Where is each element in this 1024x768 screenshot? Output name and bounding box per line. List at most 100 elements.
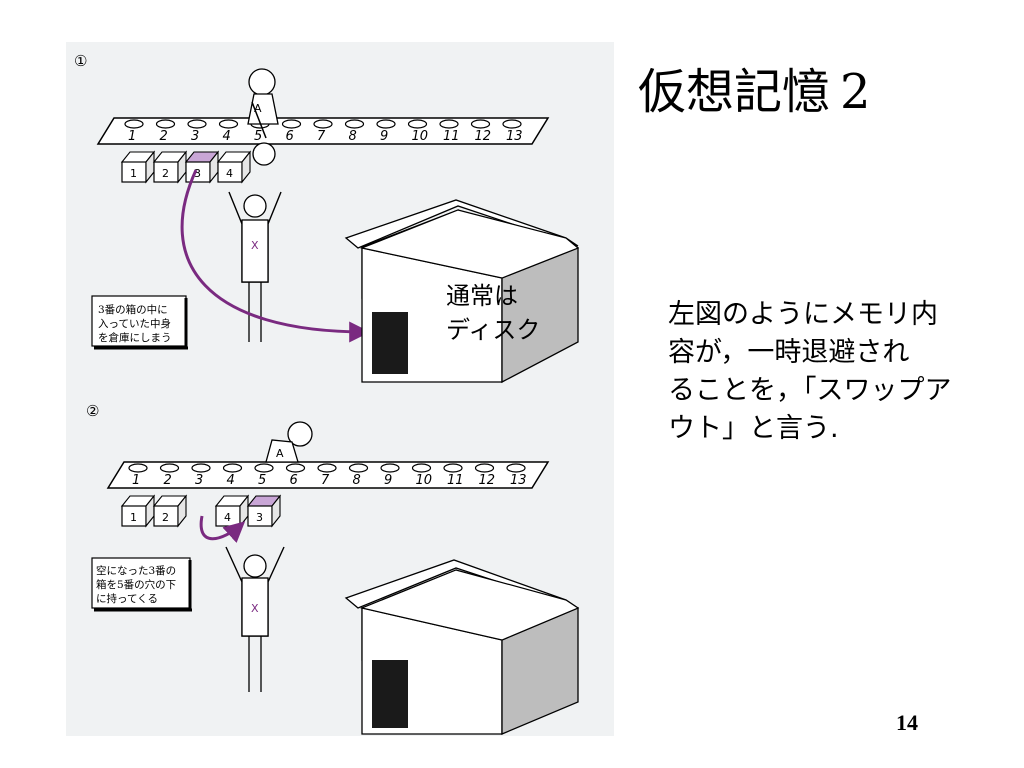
panel-1-caption: 3番の箱の中に 入っていた中身 を倉庫にしまう bbox=[91, 295, 188, 350]
hole-number-label: 7 bbox=[321, 473, 330, 488]
panel-1-marker: ① bbox=[74, 52, 87, 70]
memory-hole bbox=[474, 463, 495, 473]
panel-1-house-label-line: 通常は bbox=[446, 282, 518, 310]
panel-2-move-arrow bbox=[199, 515, 246, 544]
panel-2-person-x: X bbox=[225, 546, 285, 692]
panel-2-person-x-label: X bbox=[251, 602, 259, 615]
box-side bbox=[271, 494, 281, 528]
hole-number-label: 2 bbox=[164, 473, 172, 488]
box-side bbox=[241, 150, 251, 184]
memory-hole bbox=[439, 119, 459, 129]
hole-number-label: 9 bbox=[384, 473, 392, 488]
hole-number-label: 1 bbox=[132, 473, 140, 488]
memory-hole bbox=[380, 463, 400, 473]
panel-2-boxes: 1 2 4 3 bbox=[120, 494, 282, 528]
memory-hole bbox=[376, 119, 396, 129]
panel-2-warehouse bbox=[344, 559, 580, 735]
box-number-label: 3 bbox=[194, 167, 201, 180]
hole-number-label: 4 bbox=[227, 473, 235, 488]
memory-hole bbox=[124, 119, 144, 129]
panel-2-caption-line: に持ってくる bbox=[96, 592, 158, 605]
panel-1-person-x: X bbox=[228, 191, 282, 342]
panel-2-person-a: A bbox=[265, 421, 313, 463]
box-number-label: 1 bbox=[130, 167, 137, 180]
hole-number-label: 9 bbox=[380, 129, 388, 144]
description-line: 容が，一時退避され bbox=[668, 337, 910, 368]
box-side bbox=[177, 494, 187, 528]
page-number: 14 bbox=[896, 710, 918, 735]
hole-number-label: 6 bbox=[290, 473, 298, 488]
hole-number-label: 3 bbox=[191, 129, 199, 144]
hole-number-label: 12 bbox=[475, 129, 492, 144]
memory-hole bbox=[159, 463, 180, 473]
panel-1-person-x-label: X bbox=[251, 239, 259, 252]
hole-number-label: 5 bbox=[254, 129, 262, 144]
panel-1-swap-arrow bbox=[180, 169, 371, 343]
panel-2-caption-line: 箱を5番の穴の下 bbox=[96, 578, 176, 591]
hole-number-label: 6 bbox=[286, 129, 294, 144]
panel-2-marker: ② bbox=[86, 402, 99, 420]
hole-number-label: 13 bbox=[510, 473, 527, 488]
memory-hole bbox=[313, 119, 333, 129]
hole-number-label: 12 bbox=[479, 473, 496, 488]
memory-hole bbox=[187, 119, 207, 129]
panel-2-caption: 空になった3番の 箱を5番の穴の下 に持ってくる bbox=[91, 557, 192, 612]
slide-description: 左図のようにメモリ内 容が，一時退避され ることを，「スワップア ウト」と言う. bbox=[668, 296, 978, 448]
memory-hole bbox=[470, 119, 491, 129]
memory-hole bbox=[506, 463, 526, 473]
panel-1-caption-line: 3番の箱の中に bbox=[98, 303, 168, 316]
hole-number-label: 10 bbox=[412, 129, 429, 144]
memory-hole bbox=[128, 463, 148, 473]
box-number-label: 1 bbox=[130, 511, 137, 524]
description-line: 左図のようにメモリ内 bbox=[668, 299, 938, 330]
panel-2-hole-strip bbox=[106, 461, 550, 489]
hole-number-label: 11 bbox=[443, 129, 460, 144]
memory-hole bbox=[281, 119, 302, 129]
memory-hole bbox=[191, 463, 211, 473]
hole-number-label: 7 bbox=[317, 129, 326, 144]
hole-number-label: 2 bbox=[160, 129, 168, 144]
hole-number-label: 11 bbox=[447, 473, 464, 488]
box-number-label: 4 bbox=[226, 167, 233, 180]
memory-hole bbox=[407, 119, 428, 129]
memory-hole bbox=[218, 119, 239, 129]
memory-hole bbox=[344, 119, 365, 129]
memory-hole bbox=[502, 119, 522, 129]
memory-hole bbox=[155, 119, 176, 129]
slide-title-number: 2 bbox=[840, 64, 871, 120]
memory-hole bbox=[443, 463, 463, 473]
box-number-label: 2 bbox=[162, 511, 169, 524]
description-line: ウト」と言う. bbox=[668, 413, 839, 444]
panel-1-hand-below-strip bbox=[252, 142, 276, 166]
panel-2-caption-line: 空になった3番の bbox=[96, 564, 176, 577]
hole-number-label: 8 bbox=[349, 129, 357, 144]
hole-number-label: 5 bbox=[258, 473, 266, 488]
memory-hole bbox=[348, 463, 369, 473]
memory-hole bbox=[317, 463, 337, 473]
box-number-label: 3 bbox=[256, 511, 263, 524]
hole-number-label: 10 bbox=[416, 473, 433, 488]
hole-number-label: 8 bbox=[353, 473, 361, 488]
panel-2-warehouse-door bbox=[372, 660, 408, 728]
panel-1-warehouse: 通常は ディスク bbox=[344, 199, 580, 384]
hole-number-label: 13 bbox=[506, 129, 523, 144]
memory-hole bbox=[411, 463, 432, 473]
hole-number-label: 1 bbox=[128, 129, 136, 144]
memory-hole bbox=[222, 463, 243, 473]
panel-1-hole-strip bbox=[96, 117, 550, 145]
description-line: ることを，「スワップア bbox=[668, 375, 952, 406]
memory-hole bbox=[285, 463, 306, 473]
box-number-label: 4 bbox=[224, 511, 231, 524]
panel-2-person-a-label: A bbox=[276, 447, 284, 460]
hole-number-label: 3 bbox=[195, 473, 203, 488]
panel-1-house-label-line: ディスク bbox=[446, 316, 540, 344]
hole-number-label: 4 bbox=[223, 129, 231, 144]
panel-1-person-a: A bbox=[247, 68, 279, 139]
